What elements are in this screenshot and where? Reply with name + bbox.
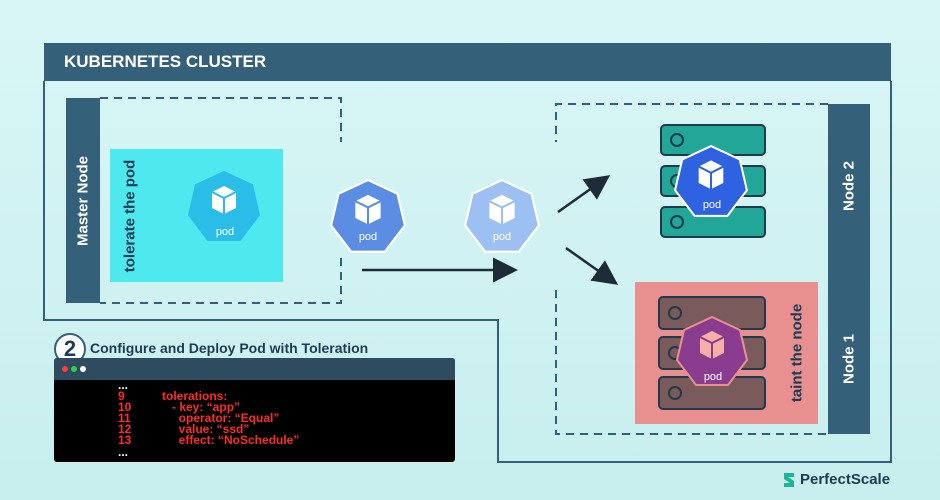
server-led	[670, 133, 684, 147]
transit-pod-label-2: pod	[492, 231, 512, 243]
code-line-num: ...	[118, 445, 129, 459]
code-line-text: operator: “Equal”	[162, 411, 280, 425]
step-title: Configure and Deploy Pod with Toleration	[90, 340, 369, 356]
code-line-text: value: “ssd”	[162, 422, 250, 436]
maximize-dot-icon	[80, 366, 86, 372]
master-node-bar: Master Node	[66, 98, 100, 303]
master-pod-label: pod	[215, 226, 235, 238]
arrow-to-node1	[565, 246, 619, 285]
code-line-num: 9	[118, 389, 125, 403]
server-led	[668, 386, 682, 400]
node1-pod-icon	[674, 315, 750, 391]
code-terminal: ... 9 tolerations: 10 - key: “app” 11 op…	[54, 358, 455, 462]
transit-pod-icon-1	[328, 178, 408, 258]
master-pod-icon	[186, 170, 262, 246]
node1-pod-label: pod	[703, 371, 723, 383]
code-line-num: 13	[118, 433, 132, 447]
tolerate-label: tolerate the pod	[121, 159, 139, 272]
cluster-border	[43, 81, 892, 463]
terminal-title-bar	[54, 358, 455, 380]
server-led	[668, 306, 682, 320]
code-line-num: 11	[118, 411, 131, 425]
code-line-text: effect: “NoSchedule”	[162, 433, 300, 447]
node2-pod-label: pod	[702, 199, 722, 211]
brand-name: PerfectScale	[800, 471, 891, 488]
node-bar: Node 2 Node 1	[828, 104, 870, 434]
server-led	[670, 215, 684, 229]
cluster-title: KUBERNETES CLUSTER	[44, 43, 891, 81]
transit-pod-label-1: pod	[358, 231, 378, 243]
minimize-dot-icon	[71, 366, 77, 372]
perfectscale-logo-icon	[782, 472, 796, 488]
node2-pod-icon	[672, 144, 750, 222]
node-dashed-region	[555, 103, 828, 435]
taint-label-wrap: taint the node	[780, 282, 814, 424]
master-dashed-region	[100, 97, 342, 304]
close-dot-icon	[62, 366, 68, 372]
node1-label: Node 1	[840, 333, 858, 385]
master-node-label: Master Node	[74, 155, 92, 246]
code-line-num: ...	[118, 378, 129, 392]
node2-label: Node 2	[840, 160, 858, 212]
code-line-text: - key: “app”	[162, 400, 241, 414]
arrow-to-node2	[557, 175, 611, 214]
code-line-text: tolerations:	[162, 389, 228, 403]
code-line-num: 10	[118, 400, 132, 414]
transit-pod-icon-2	[462, 178, 542, 258]
code-line-num: 12	[118, 422, 132, 436]
taint-label: taint the node	[788, 303, 806, 403]
tolerate-label-wrap: tolerate the pod	[114, 149, 146, 282]
